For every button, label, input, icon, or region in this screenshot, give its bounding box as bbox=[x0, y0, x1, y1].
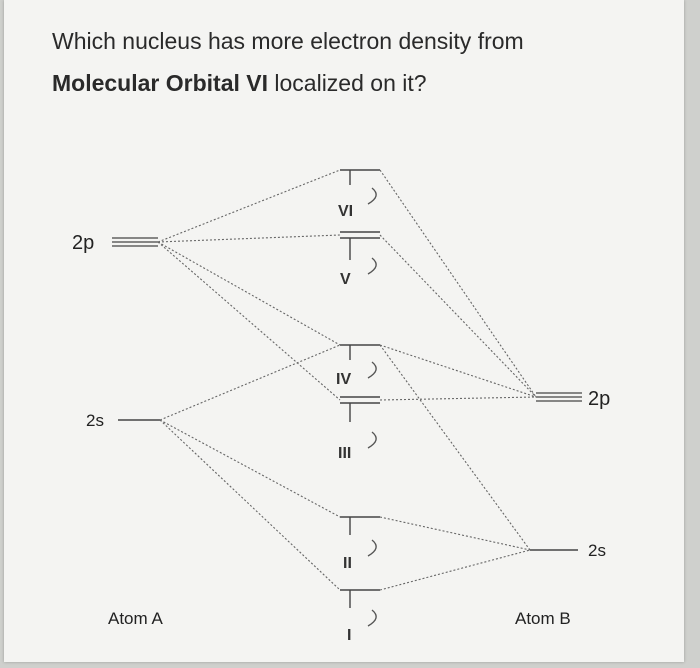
mo-levels bbox=[340, 169, 380, 591]
question-line-1: Which nucleus has more electron density … bbox=[52, 28, 524, 54]
question-highlight: Molecular Orbital VI bbox=[52, 70, 268, 96]
atom-a-name: Atom A bbox=[108, 609, 163, 628]
atom-a-2p-label: 2p bbox=[72, 232, 94, 254]
mo-label-i: I bbox=[347, 627, 351, 644]
atom-a-2s-label: 2s bbox=[86, 411, 104, 430]
atom-b-2p-level bbox=[536, 392, 582, 402]
mo-label-v: V bbox=[340, 271, 351, 288]
correlation-lines bbox=[157, 169, 537, 591]
electron-squiggles bbox=[367, 187, 377, 627]
mo-label-iii: III bbox=[338, 445, 351, 462]
mo-label-iv: IV bbox=[336, 371, 351, 388]
mo-label-vi: VI bbox=[338, 203, 353, 220]
question-line-2-rest: localized on it? bbox=[268, 70, 427, 96]
mo-label-ii: II bbox=[343, 555, 352, 572]
atom-b-2s-label: 2s bbox=[588, 541, 606, 560]
question-text: Which nucleus has more electron density … bbox=[52, 20, 652, 104]
question-card: Which nucleus has more electron density … bbox=[4, 0, 684, 662]
atom-a-2p-level bbox=[112, 237, 158, 247]
atom-b-name: Atom B bbox=[515, 609, 571, 628]
atom-b-2p-label: 2p bbox=[588, 388, 610, 410]
